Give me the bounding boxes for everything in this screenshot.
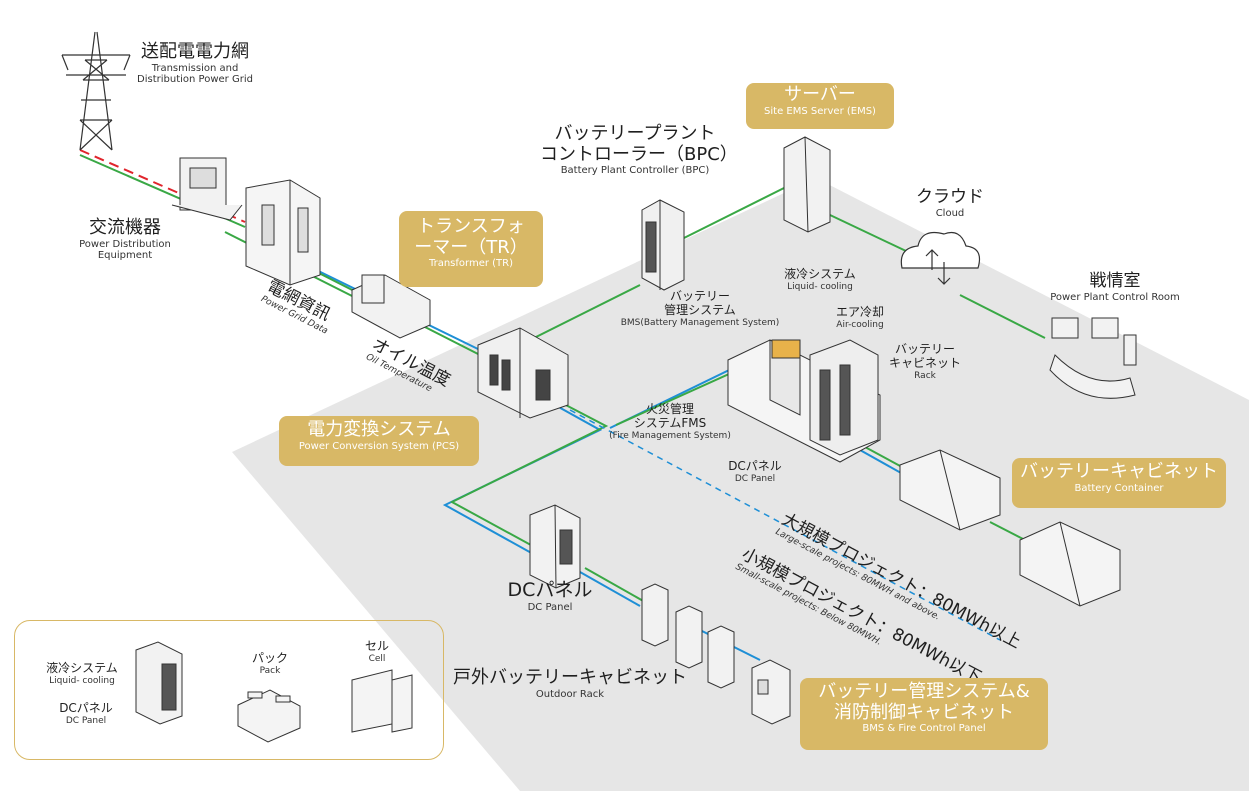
liquid-cooling-label-en: Liquid- cooling [787,281,853,292]
server-box-jp: サーバー [784,84,856,105]
power-dist-label-en2: Equipment [97,250,153,262]
transformer-icon [351,274,431,339]
grid-label-en2: Distribution Power Grid [137,74,253,86]
dc-panel-icon [529,504,581,589]
server-box-en: Site EMS Server (EMS) [764,105,876,117]
control-room-label: 戦情室 Power Plant Control Room [1040,271,1190,303]
battery-container-box-en: Battery Container [1074,482,1164,494]
legend-cell-icon [351,669,413,733]
bpc-label: バッテリープラント コントローラー（BPC） Battery Plant Con… [540,123,738,177]
legend-panel [14,620,444,760]
power-dist-label-jp: 交流機器 [89,217,161,238]
bms-fire-box-en: BMS & Fire Control Panel [862,723,986,735]
pcs-box: 電力変換システム Power Conversion System (PCS) [279,416,479,466]
battery-container-box-jp: バッテリーキャビネット [1020,461,1218,482]
pcs-icon [477,327,569,419]
air-cooling-label-jp: エア冷却 [835,305,884,319]
server-box: サーバー Site EMS Server (EMS) [746,83,894,129]
transformer-box-jp2: ーマー（TR） [414,236,528,258]
legend-liquid-label: 液冷システム Liquid- cooling [36,661,128,686]
legend-pack-jp: パック [251,651,288,665]
rack-label: バッテリー キャビネット Rack [885,342,965,381]
air-cooling-label-en: Air-cooling [836,319,884,330]
transformer-box-jp1: トランスフォ [417,216,525,237]
control-room-icon [1049,317,1137,399]
cloud-label: クラウド Cloud [905,187,995,219]
fms-label: 火災管理 システムFMS (Fire Management System) [600,402,740,441]
cloud-label-jp: クラウド [916,187,984,207]
dc-panel-small-label-en: DC Panel [734,473,776,484]
legend-pack-icon [237,689,301,743]
dc-panel-label-en: DC Panel [527,601,573,613]
bms-fire-box-jp2: 消防制御キャビネット [834,701,1014,723]
container-with-racks-icon [727,339,881,463]
bpc-label-jp2: コントローラー（BPC） [540,143,738,165]
rack-label-jp2: キャビネット [888,355,961,370]
air-cooling-label: エア冷却 Air-cooling [825,305,895,330]
bms-label: バッテリー 管理システム BMS(Battery Management Syst… [610,289,790,328]
outdoor-rack-label-en: Outdoor Rack [535,688,605,700]
bpc-label-jp1: バッテリープラント [554,123,716,144]
cloud-label-en: Cloud [935,207,965,219]
bms-fire-box-jp1: バッテリー管理システム& [818,681,1030,702]
legend-dc-jp: DCパネル [59,701,113,715]
legend-cell-jp: セル [364,639,389,653]
liquid-cooling-label: 液冷システム Liquid- cooling [770,267,870,292]
grid-label-en1: Transmission and [151,62,239,74]
server-icon [783,136,831,233]
battery-container-icon-1 [899,449,1001,531]
bms-fire-box: バッテリー管理システム& 消防制御キャビネット BMS & Fire Contr… [800,678,1048,750]
control-room-label-jp: 戦情室 [1089,271,1141,291]
outdoor-rack-label: 戸外バッテリーキャビネット Outdoor Rack [445,667,695,700]
legend-pack-label: パック Pack [240,651,300,676]
fms-label-jp2: システムFMS [633,415,707,430]
switchgear-icon [245,179,321,286]
bms-label-jp1: バッテリー [669,289,730,303]
grid-label: 送配電電力網 Transmission and Distribution Pow… [120,41,270,86]
legend-liquid-jp: 液冷システム [46,661,118,675]
power-dist-label: 交流機器 Power Distribution Equipment [70,217,180,262]
legend-pack-en: Pack [259,665,281,676]
bpc-label-en: Battery Plant Controller (BPC) [560,165,710,177]
fms-label-en: (Fire Management System) [609,430,731,441]
outdoor-rack-label-jp: 戸外バッテリーキャビネット [453,667,687,688]
legend-liquid-en: Liquid- cooling [49,675,115,686]
floor-plane [232,178,1249,791]
battery-container-box: バッテリーキャビネット Battery Container [1012,458,1226,508]
transmission-tower [61,31,131,151]
legend-cell-en: Cell [368,653,386,664]
dc-panel-label-jp: DCパネル [507,579,593,601]
bms-label-en: BMS(Battery Management System) [620,317,780,328]
transformer-box-en: Transformer (TR) [428,258,514,270]
rack-label-jp1: バッテリー [894,342,955,356]
legend-dc-en: DC Panel [65,715,107,726]
dc-panel-label: DCパネル DC Panel [495,579,605,613]
outdoor-rack-icons [641,583,735,689]
pcs-box-en: Power Conversion System (PCS) [298,440,460,452]
dc-panel-small-label: DCパネル DC Panel [715,459,795,484]
bms-label-jp2: 管理システム [664,302,736,317]
bpc-icon [641,199,685,291]
dc-panel-small-label-jp: DCパネル [728,459,782,473]
battery-container-icon-2 [1019,521,1121,607]
bms-fire-panel-icon [751,659,791,725]
liquid-cooling-label-jp: 液冷システム [784,267,856,281]
legend-rack-icon [135,641,183,725]
pcs-box-jp: 電力変換システム [307,419,451,440]
rack-label-en: Rack [914,370,936,381]
cloud-icon [900,231,981,285]
power-dist-label-en1: Power Distribution [79,238,171,250]
grid-label-jp: 送配電電力網 [141,41,249,62]
fms-label-jp1: 火災管理 [645,402,694,416]
ac-equipment-icon [171,157,243,221]
control-room-label-en: Power Plant Control Room [1050,291,1180,303]
legend-dc-label: DCパネル DC Panel [44,701,128,726]
legend-cell-label: セル Cell [352,639,402,664]
transformer-box: トランスフォ ーマー（TR） Transformer (TR) [399,211,543,287]
